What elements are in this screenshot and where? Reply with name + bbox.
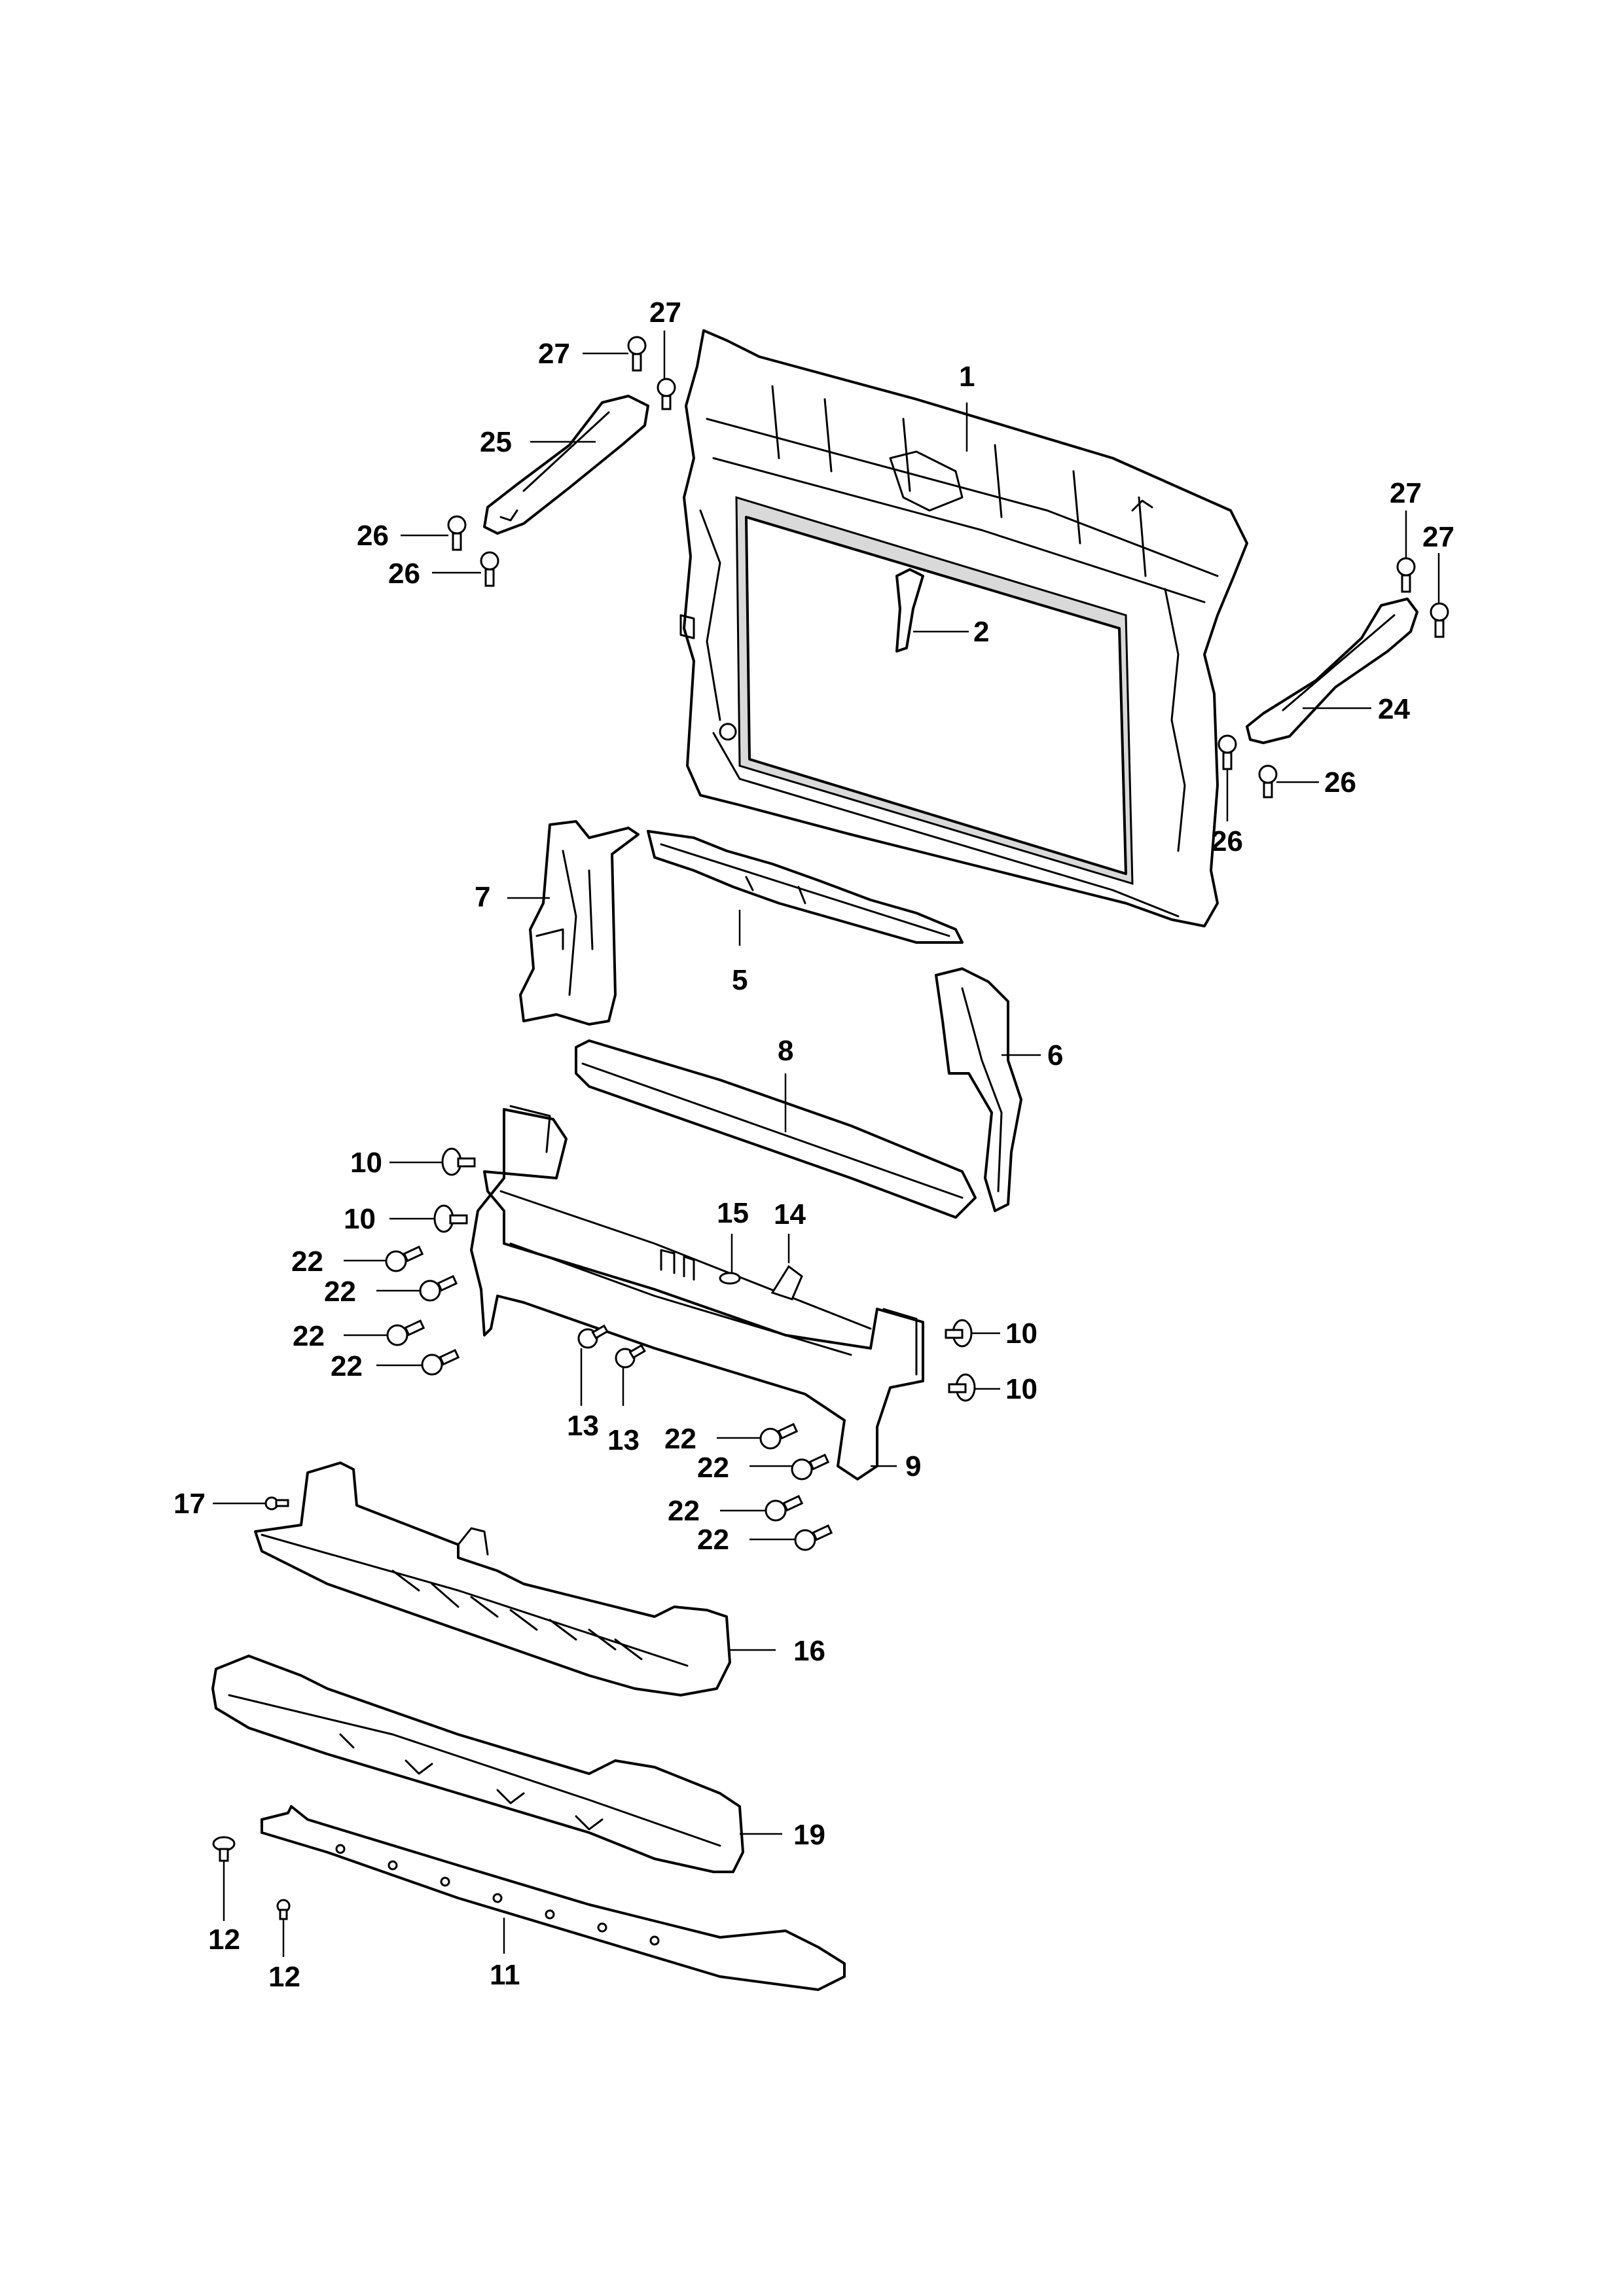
callout-2: 2 [973,616,989,648]
bolt-22b [419,1275,458,1302]
callout-12a: 12 [208,1924,240,1956]
bolt-22h [794,1524,833,1551]
callout-16: 16 [793,1635,825,1667]
callout-27d: 27 [1422,521,1454,553]
clip-12b [276,1899,291,1920]
lower-seal-part-8 [575,1039,977,1219]
bolt-22f [791,1454,830,1480]
leader-lines [213,331,1440,1957]
callout-24: 24 [1378,693,1410,725]
callout-15: 15 [717,1197,749,1229]
callout-25: 25 [480,426,512,458]
callout-26d: 26 [1211,825,1243,857]
spoiler-part-11 [261,1805,846,1991]
callout-10d: 10 [1005,1373,1038,1405]
clip-part-14 [770,1265,803,1300]
callout-12b: 12 [268,1961,300,1993]
screw-17 [264,1496,289,1511]
screw-27b [657,378,676,410]
callout-17: 17 [173,1488,206,1520]
callout-1: 1 [959,361,975,393]
strut-part-25 [483,395,649,535]
callout-22g: 22 [668,1495,700,1527]
screw-27a [627,336,647,372]
bolt-22g [765,1495,804,1522]
bumper-trim-part-16 [254,1462,731,1696]
callout-14: 14 [774,1198,806,1230]
callout-8: 8 [778,1035,793,1067]
callout-6: 6 [1047,1039,1063,1071]
callout-7: 7 [475,881,490,913]
screw-27c [1396,557,1416,593]
rivet-10a [441,1147,476,1176]
callout-5: 5 [732,964,748,996]
callout-22e: 22 [664,1423,696,1455]
screw-26a [447,515,467,551]
callout-10b: 10 [344,1203,376,1235]
cross-member-part-9 [470,1105,924,1480]
callout-22f: 22 [697,1452,729,1484]
screw-13b [615,1344,646,1369]
bolt-22e [759,1423,799,1450]
callout-10c: 10 [1005,1318,1038,1350]
screw-13a [577,1324,609,1349]
screw-26b [480,551,499,587]
screw-26d [1258,764,1278,798]
callout-22h: 22 [697,1524,729,1556]
bracket-part-2 [895,568,924,653]
grommet-part-15 [719,1272,741,1285]
bolt-22a [385,1246,424,1272]
screw-26c [1218,734,1237,770]
rivet-10d [948,1373,976,1402]
rivet-10c [945,1319,973,1348]
callout-27b: 27 [649,296,681,329]
callout-27a: 27 [538,338,570,370]
callout-22d: 22 [331,1350,363,1382]
callout-22a: 22 [291,1246,323,1278]
clip-12a [212,1836,236,1862]
callout-19: 19 [793,1819,825,1851]
callout-22c: 22 [293,1320,325,1352]
callout-26c: 26 [1324,766,1356,798]
callout-11: 11 [490,1959,520,1991]
bolt-22d [421,1349,460,1376]
front-carrier-part-1 [679,329,1248,927]
callout-10a: 10 [350,1147,382,1179]
callout-13b: 13 [607,1424,640,1456]
rivet-10b [433,1204,468,1233]
callout-26b: 26 [388,558,420,590]
callout-labels: 1 2 5 6 7 8 9 10 10 10 10 11 12 12 13 13… [173,296,1454,1993]
side-air-guide-part-7 [519,820,640,1026]
strut-part-24 [1246,598,1418,744]
callout-22b: 22 [324,1276,356,1308]
callout-26a: 26 [357,520,389,552]
absorber-part-19 [211,1655,744,1873]
bolt-22c [386,1319,425,1346]
callout-27c: 27 [1390,477,1422,509]
callout-13a: 13 [567,1410,599,1442]
callout-9: 9 [905,1450,921,1482]
screw-27d [1430,602,1449,638]
